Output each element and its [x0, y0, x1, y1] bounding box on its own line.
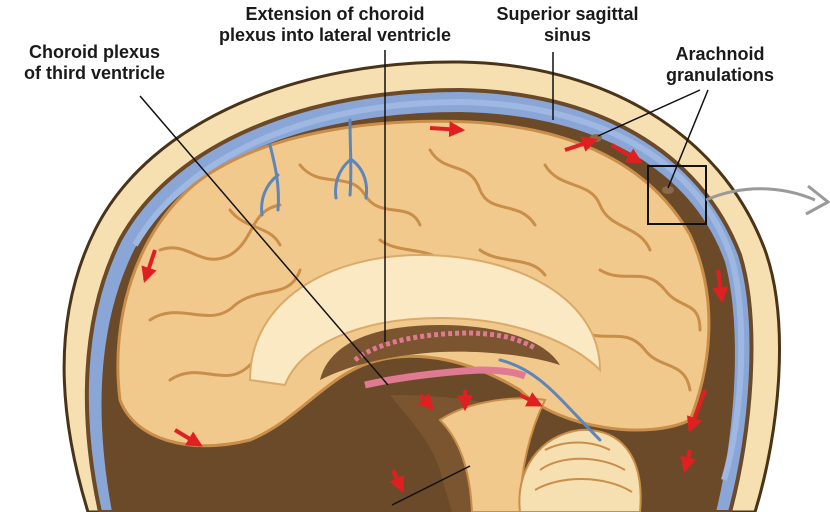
- lateral-ventricle: [320, 325, 560, 380]
- label-extension-choroid-plexus: Extension of choroid plexus into lateral…: [218, 4, 452, 45]
- corpus-callosum: [248, 253, 602, 387]
- cerebellum-folds: [534, 441, 633, 493]
- choroid-plexus-lateral: [353, 330, 537, 362]
- arachnoid-granulation: [662, 186, 674, 194]
- leader-lines: [139, 50, 709, 506]
- leader-bottom: [391, 465, 471, 506]
- label-arachnoid-granulations: Arachnoid granulations: [665, 44, 774, 85]
- superior-sagittal-sinus: [132, 98, 745, 481]
- callout-arrow: [705, 187, 816, 202]
- csf-flow-arrows: [141, 121, 729, 493]
- label-choroid-plexus-third-ventricle: Choroid plexus of third ventricle: [23, 42, 166, 83]
- leader-arachnoid-2: [667, 89, 709, 189]
- surface-veins: [260, 118, 602, 442]
- leader-choroid-third: [139, 95, 389, 386]
- label-superior-sagittal-sinus: Superior sagittal sinus: [496, 4, 639, 45]
- brainstem: [438, 397, 547, 512]
- choroid-plexus-third: [364, 366, 527, 389]
- cerebellum: [518, 428, 642, 512]
- leader-arachnoid-1: [597, 89, 701, 137]
- callout-arrowhead: [805, 184, 830, 216]
